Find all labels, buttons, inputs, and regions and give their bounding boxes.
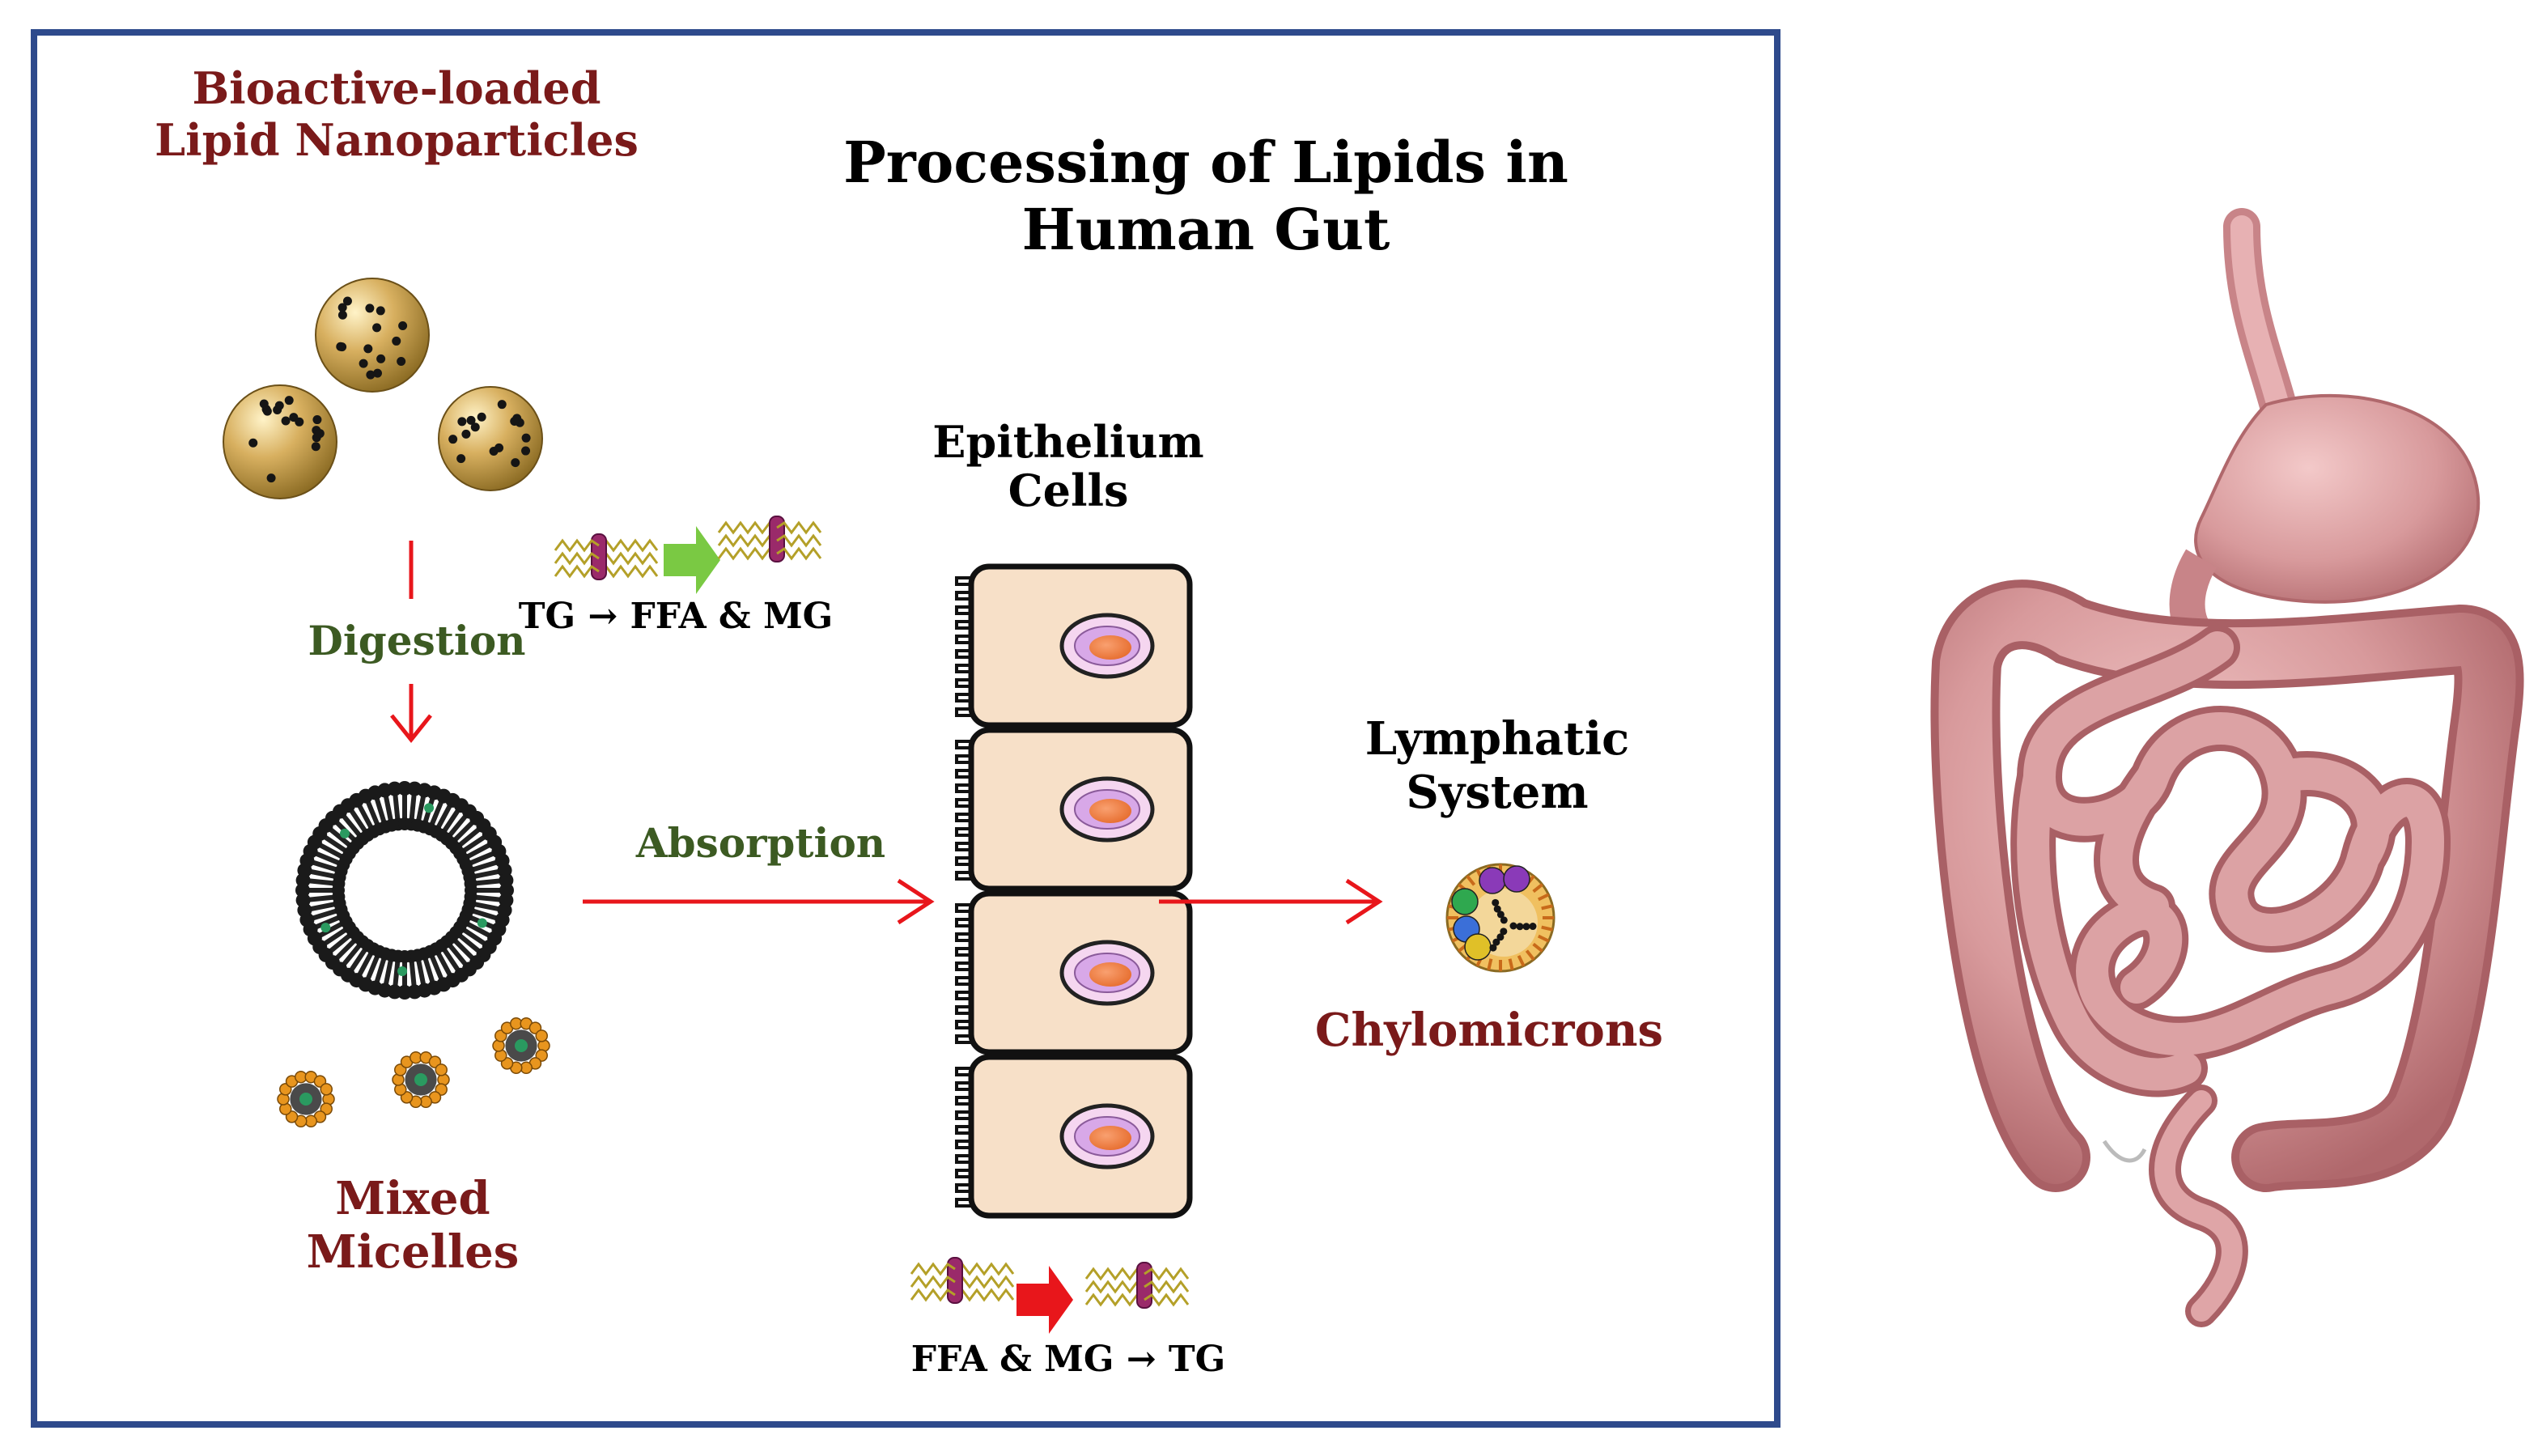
chylomicron-icon: [1445, 863, 1555, 973]
page-title-line2: Human Gut: [1021, 195, 1390, 263]
epithelium-label-line2: Cells: [1008, 465, 1129, 517]
nanoparticle-icon: [315, 278, 430, 393]
lymphatic-arrow: [1159, 878, 1383, 925]
digestive-tract-illustration: [1930, 208, 2524, 1327]
epithelium-label: Epithelium Cells: [906, 418, 1230, 516]
small-micelle-icon: [392, 1051, 450, 1109]
micelles-label-line2: Micelles: [306, 1225, 520, 1280]
reaction-arrow-red: [1016, 1266, 1073, 1334]
chylomicrons-label: Chylomicrons: [1314, 1004, 1664, 1057]
lymphatic-system-label: Lymphatic System: [1335, 712, 1659, 819]
lipid-molecule-icon: [717, 516, 822, 562]
lymphatic-label-line2: System: [1406, 766, 1589, 820]
nanoparticles-label: Bioactive-loaded Lipid Nanoparticles: [129, 62, 664, 166]
small-micelle-icon: [492, 1017, 550, 1075]
absorption-label: Absorption: [635, 819, 886, 867]
nanoparticles-label-line2: Lipid Nanoparticles: [155, 113, 639, 166]
reaction-arrow-green: [664, 526, 720, 594]
micelles-label: Mixed Micelles: [275, 1172, 550, 1279]
absorption-arrow: [583, 878, 935, 925]
nanoparticles-label-line1: Bioactive-loaded: [192, 62, 601, 114]
small-micelle-icon: [277, 1070, 335, 1128]
page-title: Processing of Lipids in Human Gut: [834, 129, 1578, 263]
lipid-molecule-icon: [1084, 1262, 1190, 1309]
nanoparticle-icon: [438, 386, 543, 491]
lymphatic-label-line1: Lymphatic: [1364, 712, 1630, 766]
lipid-molecule-icon: [910, 1257, 1015, 1304]
resynthesis-label: FFA & MG → TG: [910, 1339, 1226, 1380]
digestion-label: Digestion: [308, 617, 526, 664]
epithelium-label-line1: Epithelium: [932, 416, 1204, 468]
micelles-label-line1: Mixed: [335, 1172, 490, 1225]
nanoparticle-icon: [223, 384, 337, 499]
page-title-line1: Processing of Lipids in: [843, 129, 1568, 196]
diagram-frame: [31, 29, 1780, 1428]
lipid-molecule-icon: [554, 533, 659, 580]
epithelial-cell-icon: [955, 563, 1193, 1219]
micelle-ring-icon: [295, 781, 514, 1000]
tg-reaction-label: TG → FFA & MG: [518, 596, 834, 637]
digestion-arrow-lower: [390, 684, 432, 744]
